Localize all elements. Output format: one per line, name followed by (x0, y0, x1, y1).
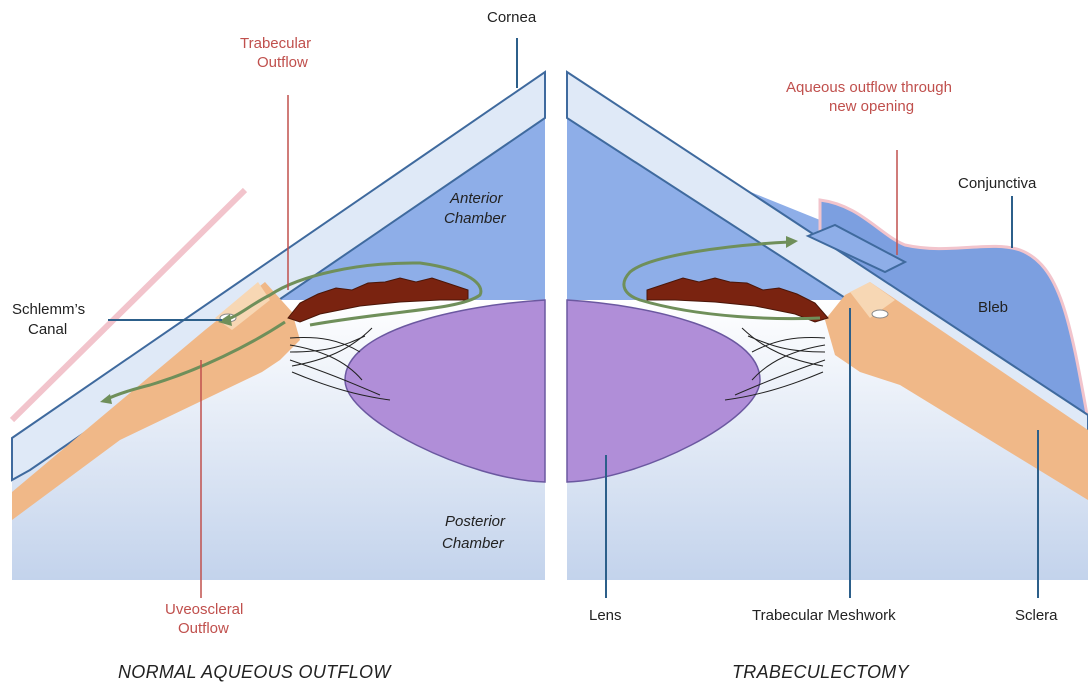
label-uveoscleral-outflow-line2: Outflow (178, 619, 229, 638)
label-posterior-chamber-line1: Posterior (445, 512, 505, 531)
label-trabecular-meshwork: Trabecular Meshwork (752, 606, 896, 625)
label-conjunctiva: Conjunctiva (958, 174, 1036, 193)
label-uveoscleral-outflow-line1: Uveoscleral (165, 600, 243, 619)
label-anterior-chamber-line2: Chamber (444, 209, 506, 228)
label-aqueous-outflow-line1: Aqueous outflow through (786, 78, 952, 97)
label-schlemms-canal-line2: Canal (28, 320, 67, 339)
label-sclera: Sclera (1015, 606, 1058, 625)
label-anterior-chamber-line1: Anterior (450, 189, 503, 208)
label-posterior-chamber-line2: Chamber (442, 534, 504, 553)
caption-trabeculectomy: TRABECULECTOMY (732, 662, 909, 683)
label-bleb: Bleb (978, 298, 1008, 317)
label-cornea: Cornea (487, 8, 536, 27)
label-lens: Lens (589, 606, 622, 625)
label-trabecular-outflow-line2: Outflow (257, 53, 308, 72)
caption-normal-aqueous-outflow: NORMAL AQUEOUS OUTFLOW (118, 662, 391, 683)
label-schlemms-canal-line1: Schlemm’s (12, 300, 85, 319)
label-trabecular-outflow-line1: Trabecular (240, 34, 311, 53)
right-panel (567, 72, 1088, 598)
right-schlemms-canal (872, 310, 888, 318)
label-aqueous-outflow-line2: new opening (829, 97, 914, 116)
